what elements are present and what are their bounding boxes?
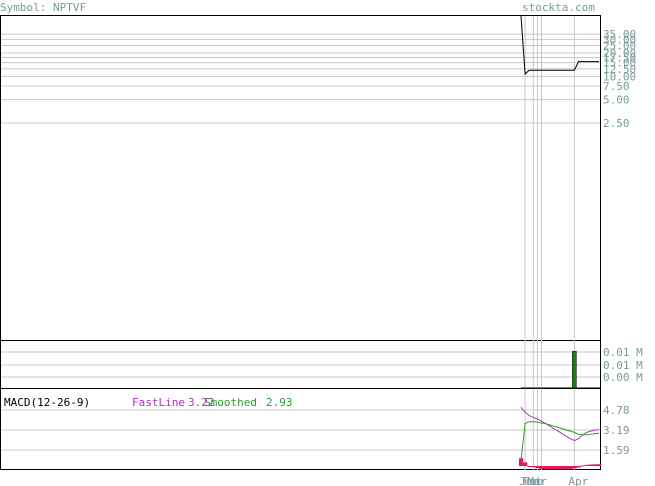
macd-histogram-bar xyxy=(572,466,577,469)
price-tick-label: 17.50 xyxy=(603,51,636,64)
x-tick-label: Feb xyxy=(523,475,543,486)
macd-tick-label: 3.19 xyxy=(603,424,630,437)
macd-tick-label: 4.78 xyxy=(603,404,630,417)
fastline-legend-name: FastLine xyxy=(132,396,185,409)
macd-histogram-bar xyxy=(523,462,528,466)
macd-histogram-bar xyxy=(539,466,544,469)
price-tick-label: 25.00 xyxy=(603,39,636,52)
macd-histogram-bar xyxy=(519,458,524,466)
macd-histogram-bar xyxy=(564,466,569,470)
volume-tick-label: 0.01 M xyxy=(603,346,643,359)
volume-bar xyxy=(572,351,577,389)
price-tick-label: 35.00 xyxy=(603,28,636,41)
macd-histogram-bar xyxy=(547,466,552,470)
x-tick-label: Jan xyxy=(519,475,539,486)
macd-histogram-bar xyxy=(560,466,565,470)
price-tick-label: 5.00 xyxy=(603,94,630,107)
fastline-legend-value: 3.22 xyxy=(188,396,215,409)
macd-histogram-bar xyxy=(531,466,536,468)
macd-histogram-bar xyxy=(588,464,593,466)
price-tick-label: 2.50 xyxy=(603,117,630,130)
macd-histogram-bar xyxy=(551,466,557,470)
macd-fastline xyxy=(520,406,600,442)
macd-histogram-bar xyxy=(597,464,602,466)
macd-histogram-bar xyxy=(527,466,532,467)
price-panel-frame xyxy=(0,15,601,341)
volume-tick-label: 0.01 M xyxy=(603,359,643,372)
volume-tick-label: 0.00 M xyxy=(603,371,643,384)
chart-marks: 35.0030.0025.0020.0017.5015.0012.5010.00… xyxy=(1,15,643,486)
macd-histogram-bar xyxy=(580,465,585,467)
macd-histogram-bar xyxy=(576,466,581,468)
x-tick-label: Apr xyxy=(568,475,588,486)
x-tick-label: Mar xyxy=(527,475,547,486)
macd-histogram-bar xyxy=(543,466,548,470)
price-tick-label: 10.00 xyxy=(603,70,636,83)
macd-histogram-bar xyxy=(555,466,561,470)
price-tick-label: 30.00 xyxy=(603,33,636,46)
price-tick-label: 12.50 xyxy=(603,63,636,76)
macd-histogram-bar xyxy=(584,464,589,466)
macd-histogram-bar xyxy=(535,466,540,469)
macd-tick-label: 1.59 xyxy=(603,444,630,457)
macd-histogram-bar xyxy=(568,466,573,469)
price-tick-label: 7.50 xyxy=(603,80,630,93)
macd-panel-frame xyxy=(0,388,601,470)
smoothed-legend-value: 2.93 xyxy=(266,396,293,409)
macd-histogram-bar xyxy=(592,464,598,466)
watermark: stockta.com xyxy=(522,1,595,14)
price-line xyxy=(520,15,599,76)
price-tick-label: 15.00 xyxy=(603,57,636,70)
macd-smoothed-line xyxy=(520,421,600,461)
smoothed-legend-name: Smoothed xyxy=(204,396,257,409)
symbol-label: Symbol: NPTVF xyxy=(0,1,86,14)
price-tick-label: 20.00 xyxy=(603,47,636,60)
macd-title: MACD(12-26-9) xyxy=(4,396,90,409)
